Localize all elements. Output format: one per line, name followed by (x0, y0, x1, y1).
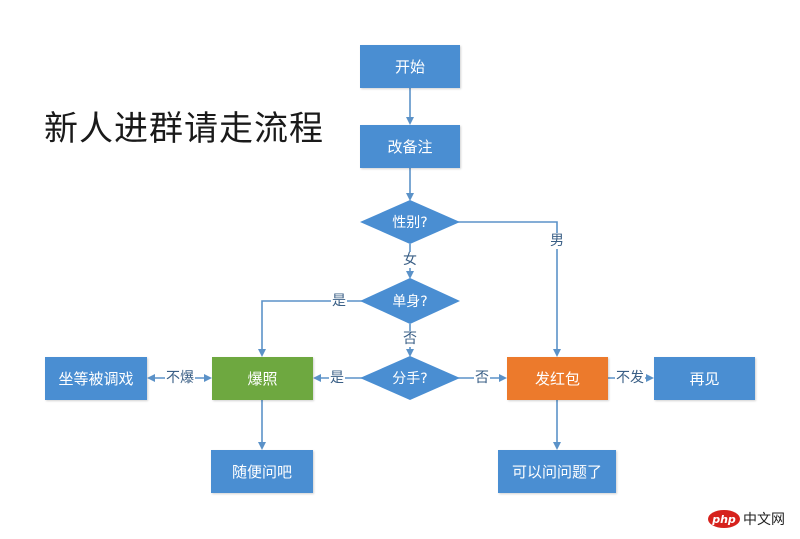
watermark: php 中文网 (708, 509, 785, 529)
decision-gender (360, 200, 460, 244)
diagram-title: 新人进群请走流程 (44, 109, 324, 149)
php-logo-icon: php (708, 510, 740, 528)
decision-single-label: 单身? (392, 294, 428, 310)
edge-label-no-photo: 不爆 (165, 370, 195, 386)
edge-label-female: 女 (402, 252, 418, 268)
node-ask-anything: 随便问吧 (211, 450, 313, 493)
edge-single-photo (258, 300, 362, 357)
edge-label-no-packet: 不发 (615, 370, 645, 386)
node-start: 开始 (360, 45, 460, 88)
edge-label-breakup-no: 否 (474, 370, 490, 386)
node-show-photo: 爆照 (212, 357, 313, 400)
decision-gender-label: 性别? (392, 215, 428, 231)
node-rename: 改备注 (360, 125, 460, 168)
node-goodbye: 再见 (654, 357, 755, 400)
edge-label-single-yes: 是 (331, 293, 347, 309)
edge-label-breakup-yes: 是 (329, 370, 345, 386)
decision-breakup-label: 分手? (392, 371, 428, 387)
edge-label-male: 男 (549, 233, 565, 249)
node-red-packet: 发红包 (507, 357, 608, 400)
watermark-text: 中文网 (743, 512, 785, 528)
node-can-ask: 可以问问题了 (498, 450, 616, 493)
decision-breakup (360, 356, 460, 400)
edge-label-single-no: 否 (402, 331, 418, 347)
decision-single (360, 278, 460, 324)
node-wait-teased: 坐等被调戏 (45, 357, 147, 400)
edge-gender-redpacket (458, 221, 561, 357)
